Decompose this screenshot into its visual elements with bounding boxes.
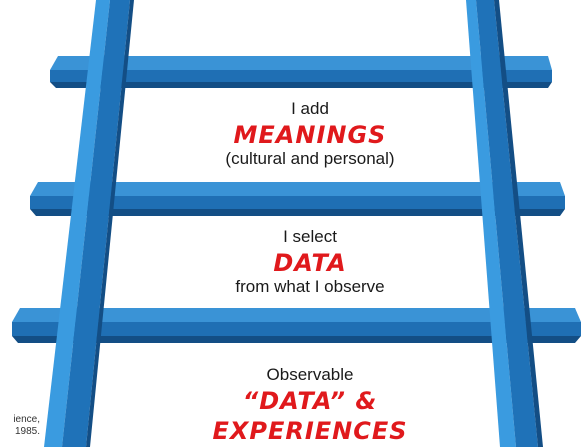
left-rail bbox=[44, 0, 134, 447]
rung-label-meanings: I add MEANINGS (cultural and personal) bbox=[160, 100, 460, 170]
rung-label-observable: Observable “DATA” & EXPERIENCES bbox=[160, 365, 460, 445]
rung-top bbox=[50, 56, 552, 88]
rung-1-emphasis: MEANINGS bbox=[233, 121, 387, 149]
rung-3-emphasis: “DATA” & EXPERIENCES bbox=[212, 387, 408, 445]
citation: ience, 1985. bbox=[0, 414, 40, 438]
rung-2-emphasis: DATA bbox=[273, 249, 347, 277]
rung-2-detail: from what I observe bbox=[235, 277, 385, 296]
citation-line-1: ience, bbox=[13, 414, 40, 425]
rung-middle bbox=[30, 182, 565, 216]
rung-1-detail: (cultural and personal) bbox=[225, 149, 395, 168]
rung-2-intro: I select bbox=[283, 227, 337, 246]
rung-label-data: I select DATA from what I observe bbox=[160, 228, 460, 298]
rung-3-intro: Observable bbox=[266, 365, 354, 384]
rung-1-intro: I add bbox=[291, 99, 329, 118]
rung-bottom bbox=[12, 308, 581, 343]
citation-line-2: 1985. bbox=[14, 426, 40, 437]
right-rail bbox=[466, 0, 543, 447]
